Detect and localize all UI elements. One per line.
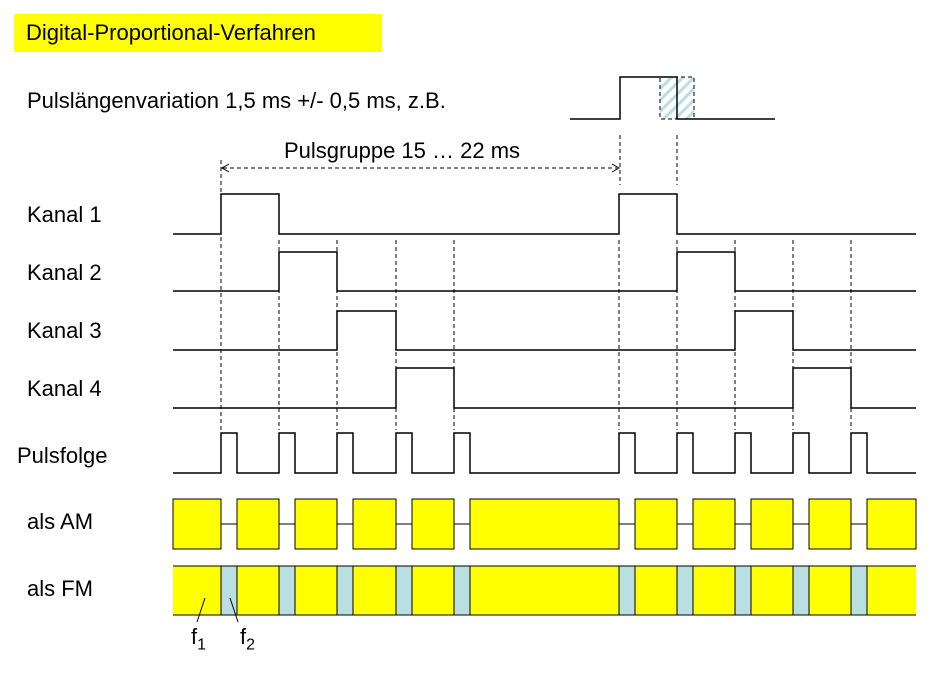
am-carrier-block <box>634 498 678 550</box>
diagram-title: Digital-Proportional-Verfahren <box>14 14 382 52</box>
row-label-kanal-4: Kanal 4 <box>27 376 102 401</box>
am-carrier-block <box>750 498 794 550</box>
fm-f2-block <box>618 565 636 616</box>
fm-f2-block <box>278 565 296 616</box>
f1-pointer <box>196 597 206 623</box>
row-label-pulsfolge: Pulsfolge <box>17 443 108 468</box>
pulse-variation-label: Pulslängenvariation 1,5 ms +/- 0,5 ms, z… <box>27 88 446 113</box>
f1-letter: f <box>191 624 198 649</box>
fm-f2-block <box>792 565 810 616</box>
row-label-fm: als FM <box>27 576 93 601</box>
f2-letter: f <box>240 624 247 649</box>
fm-f2-block <box>336 565 354 616</box>
am-carrier-block <box>411 498 455 550</box>
fm-f2-block <box>395 565 413 616</box>
channel-1-signal <box>173 193 916 235</box>
row-label-am: als AM <box>27 509 94 534</box>
am-carrier-block <box>294 498 338 550</box>
arrow-heads <box>220 163 621 173</box>
channel-3-signal <box>173 310 916 351</box>
f2-subscript: 2 <box>246 636 256 654</box>
f1-subscript: 1 <box>197 636 207 654</box>
am-carrier-block <box>692 498 736 550</box>
pulse-group-label: Pulsgruppe 15 … 22 ms <box>284 138 521 163</box>
row-label-kanal-1: Kanal 1 <box>27 202 102 227</box>
fm-band <box>173 566 916 615</box>
f2-label: f2 <box>240 624 255 654</box>
am-carrier-block <box>172 498 222 550</box>
fm-f2-block <box>734 565 752 616</box>
am-carrier-block <box>808 498 852 550</box>
pulse-train-signal <box>173 432 916 474</box>
fm-f2-block <box>453 565 471 616</box>
fm-f2-block <box>850 565 868 616</box>
channel-4-signal <box>173 367 916 409</box>
am-carrier-block <box>469 498 620 550</box>
channel-2-signal <box>173 251 916 292</box>
am-carrier-block <box>236 498 280 550</box>
variation-pulse <box>570 76 775 120</box>
row-label-kanal-2: Kanal 2 <box>27 260 102 285</box>
am-carrier-block <box>866 498 917 550</box>
am-carrier-block <box>352 498 397 550</box>
f1-label: f1 <box>191 624 206 654</box>
f2-pointer <box>229 597 239 623</box>
fm-f2-block <box>220 565 238 616</box>
fm-f2-block <box>676 565 694 616</box>
row-label-kanal-3: Kanal 3 <box>27 318 102 343</box>
